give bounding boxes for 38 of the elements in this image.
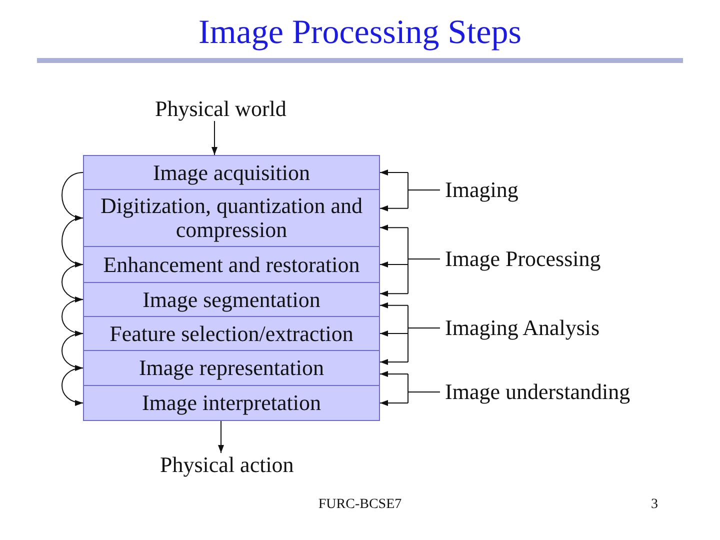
process-box: Image interpretation xyxy=(83,385,380,421)
arrow xyxy=(380,302,408,308)
arrow xyxy=(380,290,408,297)
text-label: Imaging Analysis xyxy=(445,316,600,340)
curved-arrow xyxy=(62,368,84,406)
process-box: Image segmentation xyxy=(83,282,380,317)
arrow xyxy=(380,400,408,406)
bracket-line xyxy=(408,227,440,294)
process-box: Digitization, quantization and compression xyxy=(83,189,380,247)
text-label: Image Processing xyxy=(445,247,601,272)
footer-text: FURC-BCSE7 xyxy=(318,497,402,512)
text-label: Physical world xyxy=(155,97,286,122)
process-box: Feature selection/extraction xyxy=(83,316,380,351)
text-label: Imaging xyxy=(445,178,518,202)
curved-arrow xyxy=(62,172,84,220)
curved-arrow xyxy=(62,218,84,266)
arrow xyxy=(380,330,408,336)
page-number: 3 xyxy=(651,497,658,512)
arrow xyxy=(380,170,408,176)
process-box: Image acquisition xyxy=(83,155,380,190)
bracket-line xyxy=(408,304,440,362)
arrow xyxy=(218,420,224,454)
arrow xyxy=(380,359,408,365)
curved-arrow xyxy=(62,333,84,370)
arrow xyxy=(380,224,408,231)
text-label: Physical action xyxy=(160,453,294,478)
text-label: Image understanding xyxy=(445,380,630,404)
bracket-line xyxy=(408,374,440,404)
arrow xyxy=(380,371,408,377)
bracket-line xyxy=(408,172,440,209)
curved-arrow xyxy=(62,299,84,336)
arrow xyxy=(212,120,218,156)
process-box: Image representation xyxy=(83,350,380,386)
arrow xyxy=(380,205,408,212)
arrow xyxy=(380,262,408,268)
process-box: Enhancement and restoration xyxy=(83,246,380,283)
curved-arrow xyxy=(62,264,84,302)
slide-title: Image Processing Steps xyxy=(198,13,522,52)
